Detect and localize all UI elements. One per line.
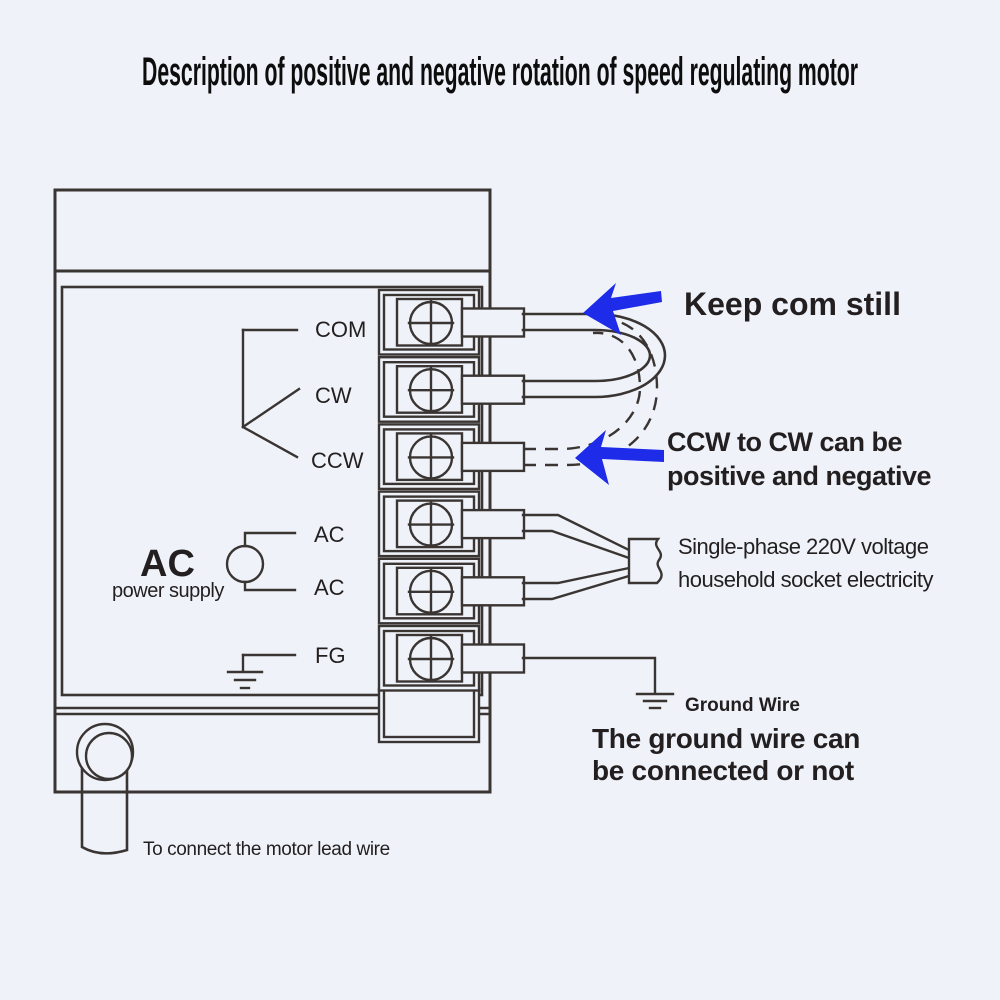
terminal-label-ac1: AC [314,522,345,547]
controller-outline [53,188,492,794]
note-motor-lead: To connect the motor lead wire [143,839,390,860]
jumper-wire-outer [521,312,667,399]
internal-schematic [225,328,301,690]
note-ccw-line1: CCW to CW can be [667,427,902,457]
ccw-selector-line [241,425,299,459]
jumper-wire-inner [521,328,652,383]
inner-panel [60,285,484,697]
terminal-label-cw: CW [315,383,352,408]
page-title: Description of positive and negative rot… [142,49,858,94]
note-keep-com: Keep com still [684,286,901,322]
jumper-alt-dashed-inner [523,331,642,451]
ac-supply-caption: AC power supply [112,543,225,602]
lead-sleeve [80,739,129,855]
annotations: Keep com still CCW to CW can be positive… [143,286,934,860]
ccw-cw-arrow-icon [575,430,664,485]
grommet-inner-circle [84,731,134,781]
ac-wire-1a [521,513,631,552]
cw-selector-line [241,387,301,429]
wiring [521,312,675,710]
terminal-label-com: COM [315,317,366,342]
label-ground-wire: Ground Wire [685,695,800,716]
terminal-label-ccw: CCW [311,448,364,473]
ground-symbol-right-icon [635,692,675,710]
ac-lead-bottom [243,580,297,592]
ac-wire-1b [521,529,631,560]
callout-arrows [575,283,664,485]
terminal-strip [377,288,526,744]
ground-symbol-left-icon [226,670,264,690]
ac-supply-name: AC [140,543,195,585]
note-ccw-line2: positive and negative [667,461,932,491]
strip-lower-box [377,687,481,744]
note-ground-line2: be connected or not [592,755,854,786]
ac-wire-2a [521,566,631,585]
terminal-label-fg: FG [315,643,346,668]
terminal-labels: COM CW CCW AC AC FG [311,317,366,668]
note-phase-line1: Single-phase 220V voltage [678,534,929,559]
ac-lead-top [243,531,297,548]
power-cord-break-icon [627,537,663,585]
note-ground-line1: The ground wire can [592,723,860,754]
note-phase-line2: household socket electricity [678,567,934,592]
motor-lead-grommet [75,722,135,855]
terminal-label-ac2: AC [314,575,345,600]
keep-com-arrow-icon [583,283,662,335]
ground-wire-line [521,656,657,694]
ac-supply-subtitle: power supply [112,580,224,602]
ac-wire-2b [521,574,631,601]
